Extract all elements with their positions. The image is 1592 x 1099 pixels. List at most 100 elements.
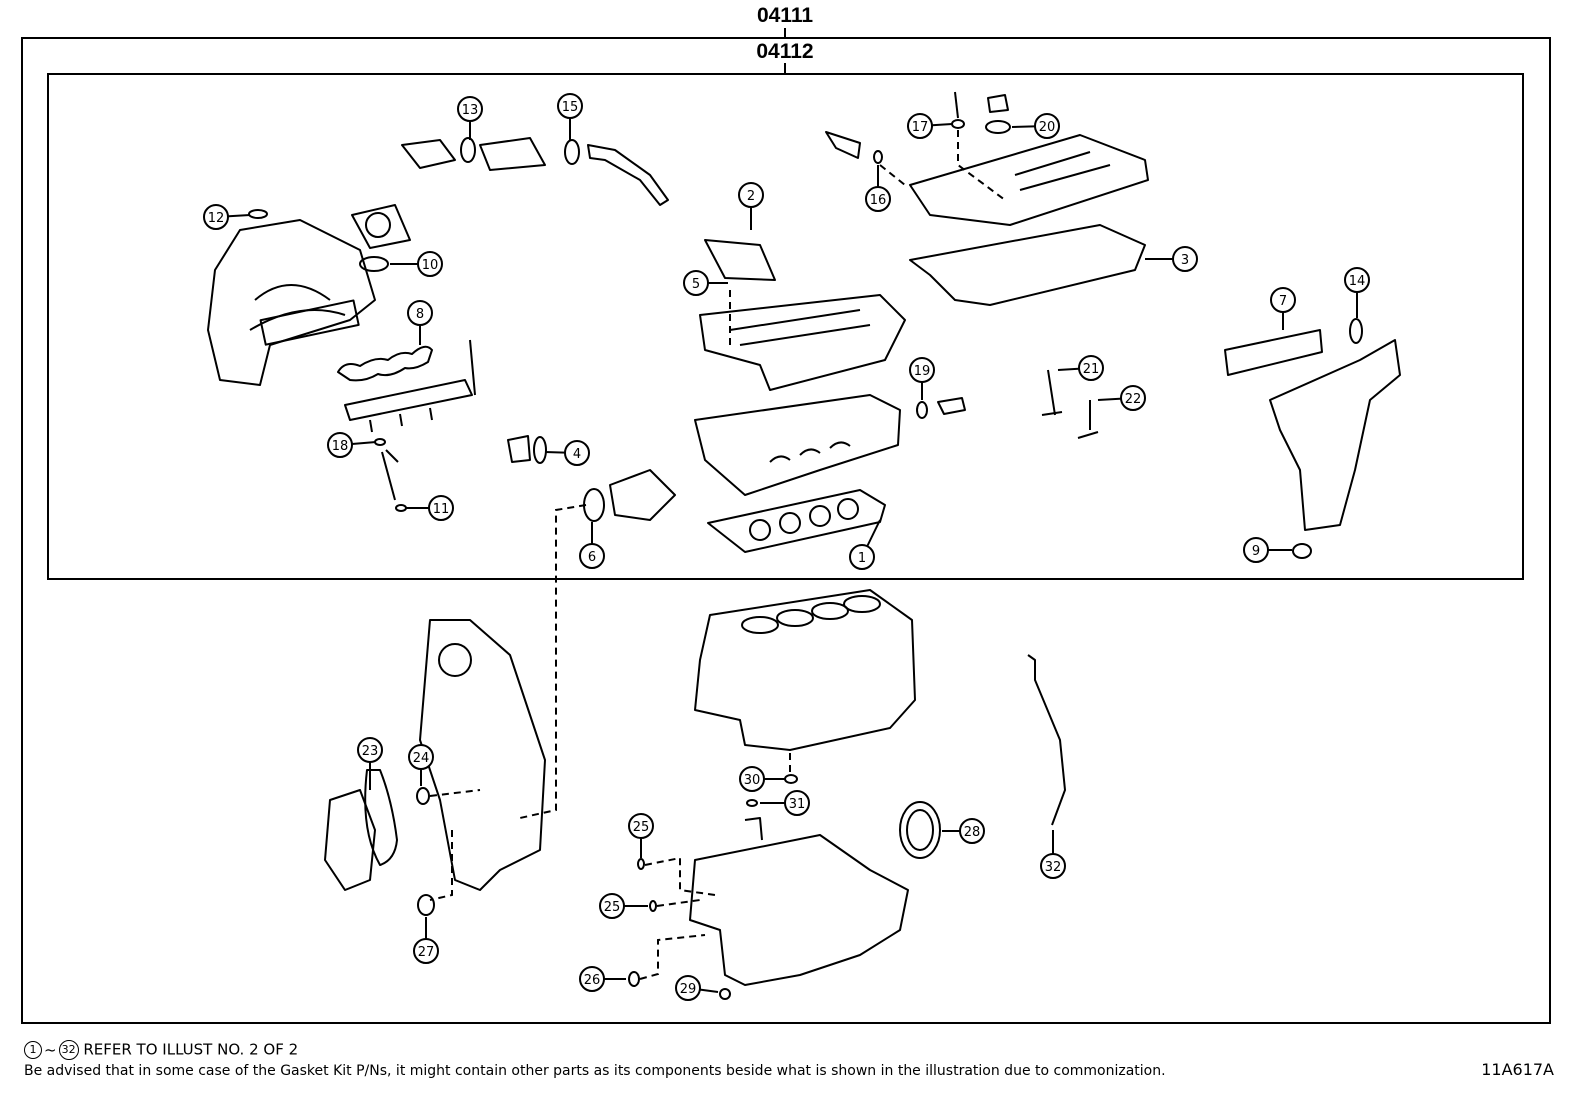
- range-end-badge: 32: [58, 1040, 79, 1060]
- callout-number: 14: [1349, 274, 1366, 289]
- callout-10: 10: [390, 251, 443, 277]
- callout-number: 23: [362, 744, 379, 759]
- callout-circle: [327, 432, 353, 458]
- fuel-rail-drawing: [344, 339, 476, 421]
- callout-number: 15: [562, 100, 579, 115]
- callout-circle: [1120, 385, 1146, 411]
- head-cover-gasket-drawing: [909, 224, 1146, 306]
- callout-23: 23: [357, 737, 383, 790]
- callout-number: 11: [433, 502, 450, 517]
- range-note-text: REFER TO ILLUST NO. 2 OF 2: [83, 1040, 299, 1059]
- callout-21: 21: [1057, 355, 1104, 381]
- callout-number: 25: [604, 900, 621, 915]
- callout-circle: [1270, 287, 1296, 313]
- callout-circle: [1040, 853, 1066, 879]
- callout-number: 31: [789, 797, 806, 812]
- callout-number: 8: [416, 307, 424, 322]
- callout-number: 7: [1279, 294, 1287, 309]
- cam-housing-drawing: [704, 239, 776, 281]
- range-start-number: 1: [29, 1043, 37, 1056]
- callout-circle: [675, 975, 701, 1001]
- throttle-gasket-drawing: [359, 256, 389, 272]
- callout-circle: [407, 300, 433, 326]
- callout-number: 28: [964, 825, 981, 840]
- callout-number: 26: [584, 973, 601, 988]
- callout-circle: [849, 544, 875, 570]
- callout-8: 8: [407, 300, 433, 345]
- callout-22: 22: [1097, 385, 1146, 411]
- intake-manifold-drawing: [207, 219, 376, 386]
- callout-circle: [428, 495, 454, 521]
- range-separator: ~: [44, 1040, 57, 1059]
- callout-circle: [599, 893, 625, 919]
- water-pump-drawing: [324, 789, 376, 891]
- callout-20: 20: [1011, 113, 1060, 139]
- callout-number: 4: [573, 447, 581, 462]
- timing-cover-drawing: [419, 619, 546, 891]
- callout-number: 6: [588, 550, 596, 565]
- callout-9: 9: [1243, 537, 1292, 563]
- cylinder-block-drawing: [694, 589, 916, 751]
- callout-number: 2: [747, 189, 755, 204]
- range-note: 1 ~32 REFER TO ILLUST NO. 2 OF 2: [24, 1040, 298, 1060]
- outer-frame: [21, 37, 1551, 1024]
- document-id: 11A617A: [1481, 1060, 1554, 1079]
- callout-18: 18: [327, 432, 377, 458]
- callout-6: 6: [579, 522, 605, 569]
- callout-number: 19: [914, 364, 931, 379]
- outer-part-code: 04111: [756, 4, 814, 27]
- callout-26: 26: [579, 966, 626, 992]
- callout-circle: [909, 357, 935, 383]
- callout-number: 29: [680, 982, 697, 997]
- callout-number: 9: [1252, 544, 1260, 559]
- callout-number: 20: [1039, 120, 1056, 135]
- dashed-guides: [429, 130, 1006, 980]
- cylinder-head-drawing: [694, 394, 901, 496]
- callout-number: 27: [418, 945, 435, 960]
- callout-1: 1: [849, 519, 881, 570]
- callout-number: 16: [870, 193, 887, 208]
- callout-circle: [579, 543, 605, 569]
- callout-31: 31: [760, 790, 810, 816]
- callout-14: 14: [1344, 267, 1370, 318]
- oil-pan-drawing: [689, 834, 909, 986]
- dipstick-drawing: [1027, 654, 1066, 826]
- callout-number: 32: [1045, 860, 1062, 875]
- callout-circle: [457, 96, 483, 122]
- callout-number: 18: [332, 439, 349, 454]
- callout-11: 11: [405, 495, 454, 521]
- water-outlet-drawing: [401, 137, 546, 171]
- callout-25: 25: [628, 813, 654, 858]
- intake-gasket-drawing: [337, 345, 433, 382]
- callout-5: 5: [683, 270, 728, 296]
- callout-24: 24: [408, 744, 434, 786]
- callout-number: 17: [912, 120, 929, 135]
- callout-7: 7: [1270, 287, 1296, 330]
- callout-15: 15: [557, 93, 583, 140]
- callout-number: 24: [413, 751, 430, 766]
- callout-4: 4: [544, 440, 590, 466]
- callout-circle: [1344, 267, 1370, 293]
- callout-28: 28: [942, 818, 985, 844]
- head-gasket-drawing: [707, 489, 886, 553]
- callout-number: 22: [1125, 392, 1142, 407]
- callout-circle: [784, 790, 810, 816]
- callout-circle: [417, 251, 443, 277]
- callout-circle: [959, 818, 985, 844]
- callout-13: 13: [457, 96, 483, 140]
- callout-circle: [628, 813, 654, 839]
- callout-number: 13: [462, 103, 479, 118]
- callout-circle: [413, 938, 439, 964]
- callout-3: 3: [1145, 246, 1198, 272]
- inner-frame: [47, 73, 1524, 580]
- callout-30: 30: [739, 766, 785, 792]
- callout-number: 21: [1083, 362, 1100, 377]
- callout-16: 16: [865, 165, 891, 212]
- callout-32: 32: [1040, 830, 1066, 879]
- callout-circle: [683, 270, 709, 296]
- callout-circle: [1243, 537, 1269, 563]
- disclaimer-text: Be advised that in some case of the Gask…: [24, 1063, 1166, 1079]
- exhaust-manifold-drawing: [1269, 339, 1401, 531]
- callout-19: 19: [909, 357, 935, 400]
